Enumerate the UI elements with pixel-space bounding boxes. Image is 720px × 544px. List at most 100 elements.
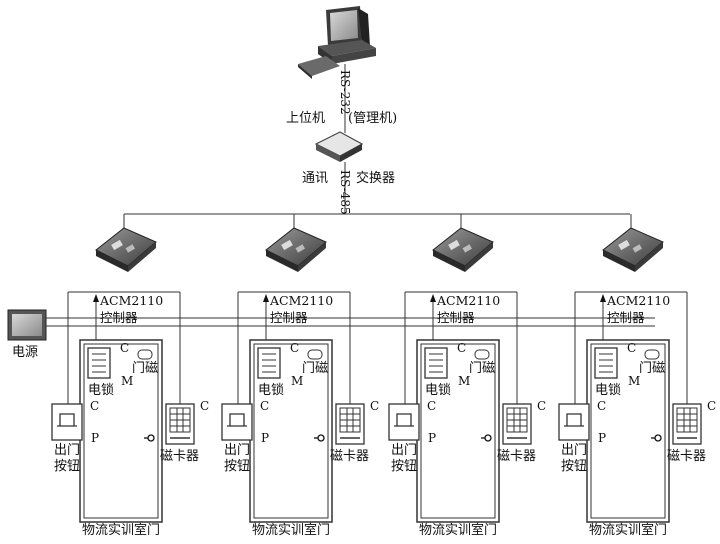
magnet-label: 门磁 xyxy=(132,361,158,376)
c-mark-lock: C xyxy=(260,399,269,413)
controller-board-icon xyxy=(602,227,664,272)
door-magnet-icon xyxy=(474,349,490,360)
rs485-label: RS-485 xyxy=(338,170,352,215)
p-mark: P xyxy=(428,431,436,445)
m-mark: M xyxy=(291,374,303,388)
card-reader-icon xyxy=(502,403,532,445)
electric-lock-icon xyxy=(257,347,281,379)
card-reader-icon xyxy=(165,403,195,445)
p-mark: P xyxy=(598,431,606,445)
reader-label: 磁卡器 xyxy=(667,449,706,464)
c-mark-top: C xyxy=(120,341,129,355)
magnet-label: 门磁 xyxy=(469,361,495,376)
exit-button-icon xyxy=(388,403,420,441)
c-mark-top: C xyxy=(290,341,299,355)
exit-label-1: 出门 xyxy=(224,443,250,458)
door-knob-icon xyxy=(654,434,662,442)
exit-label-1: 出门 xyxy=(54,443,80,458)
electric-lock-icon xyxy=(594,347,618,379)
card-reader-icon xyxy=(335,403,365,445)
controller-board-icon xyxy=(432,227,494,272)
switch-label: 通讯 xyxy=(302,171,328,186)
arrow-icon xyxy=(600,294,606,302)
exit-button-icon xyxy=(51,403,83,441)
host-computer-icon xyxy=(298,6,376,79)
c-mark-lock: C xyxy=(90,399,99,413)
magnet-label: 门磁 xyxy=(639,361,665,376)
lock-label: 电锁 xyxy=(258,382,284,398)
controller-board-icon xyxy=(95,227,157,272)
exit-label-2: 按钮 xyxy=(561,459,587,474)
door-panel xyxy=(253,343,329,519)
m-mark: M xyxy=(458,374,470,388)
door-knob-icon xyxy=(484,434,492,442)
door-magnet-icon xyxy=(644,349,660,360)
exit-button-icon xyxy=(221,403,253,441)
p-mark: P xyxy=(91,431,99,445)
door-label: 物流实训室门 xyxy=(589,522,667,538)
exit-label-1: 出门 xyxy=(561,443,587,458)
host-sub-label: (管理机) xyxy=(348,111,397,126)
p-mark: P xyxy=(261,431,269,445)
exit-label-2: 按钮 xyxy=(391,459,417,474)
m-mark: M xyxy=(121,374,133,388)
arrow-icon xyxy=(263,294,269,302)
controller-model: ACM2110 xyxy=(436,293,500,308)
c-mark-reader: C xyxy=(537,399,546,413)
exit-button-icon xyxy=(558,403,590,441)
exit-label-1: 出门 xyxy=(391,443,417,458)
door-magnet-icon xyxy=(307,349,323,360)
lock-label: 电锁 xyxy=(88,382,114,398)
controller-model: ACM2110 xyxy=(99,293,163,308)
arrow-icon xyxy=(430,294,436,302)
electric-lock-icon xyxy=(87,347,111,379)
door-knob-icon xyxy=(317,434,325,442)
reader-label: 磁卡器 xyxy=(330,449,369,464)
c-mark-lock: C xyxy=(597,399,606,413)
door-panel xyxy=(590,343,666,519)
arrow-icon xyxy=(93,294,99,302)
electric-lock-icon xyxy=(424,347,448,379)
controller-model: ACM2110 xyxy=(269,293,333,308)
power-label: 电源 xyxy=(12,345,38,360)
reader-label: 磁卡器 xyxy=(160,449,199,464)
switch-label-2: 交换器 xyxy=(356,170,395,186)
c-mark-top: C xyxy=(627,341,636,355)
reader-label: 磁卡器 xyxy=(497,449,536,464)
lock-label: 电锁 xyxy=(425,382,451,398)
card-reader-icon xyxy=(672,403,702,445)
door-label: 物流实训室门 xyxy=(82,522,160,538)
controller-label: 控制器 xyxy=(437,310,475,325)
c-mark-reader: C xyxy=(370,399,379,413)
rs232-label: RS-232 xyxy=(338,70,352,115)
controller-label: 控制器 xyxy=(270,310,308,325)
power-supply-icon xyxy=(7,309,47,341)
lock-label: 电锁 xyxy=(595,382,621,398)
host-label: 上位机 xyxy=(286,111,325,126)
c-mark-reader: C xyxy=(200,399,209,413)
door-label: 物流实训室门 xyxy=(252,522,330,538)
c-mark-reader: C xyxy=(707,399,716,413)
controller-label: 控制器 xyxy=(607,310,645,325)
c-mark-lock: C xyxy=(427,399,436,413)
c-mark-top: C xyxy=(457,341,466,355)
door-label: 物流实训室门 xyxy=(419,522,497,538)
m-mark: M xyxy=(628,374,640,388)
door-panel xyxy=(83,343,159,519)
controller-label: 控制器 xyxy=(100,310,138,325)
exit-label-2: 按钮 xyxy=(224,459,250,474)
door-knob-icon xyxy=(147,434,155,442)
door-panel xyxy=(420,343,496,519)
controller-model: ACM2110 xyxy=(606,293,670,308)
exit-label-2: 按钮 xyxy=(54,459,80,474)
magnet-label: 门磁 xyxy=(302,361,328,376)
switch-icon xyxy=(314,131,364,162)
controller-board-icon xyxy=(265,227,327,272)
door-magnet-icon xyxy=(137,349,153,360)
